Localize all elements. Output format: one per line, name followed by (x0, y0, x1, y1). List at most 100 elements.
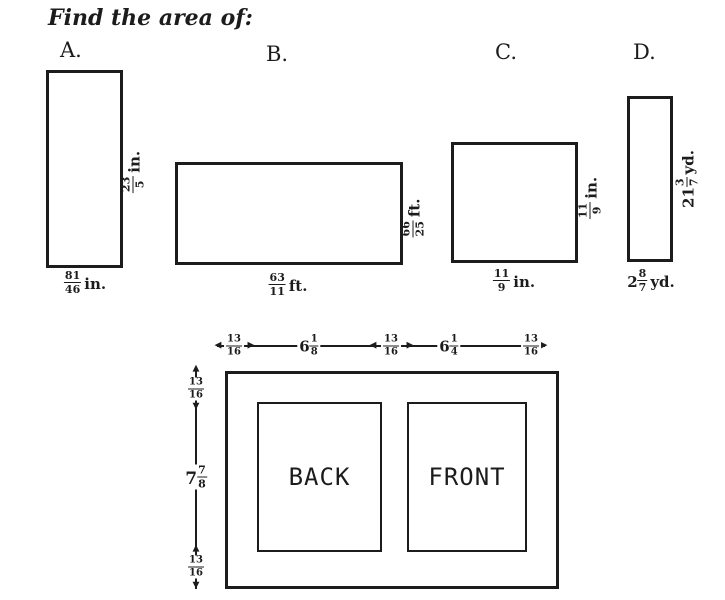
fraction-numerator: 13 (189, 376, 203, 388)
folder-front-rectangle: FRONT (407, 402, 527, 552)
fraction-numerator: 81 (64, 269, 81, 282)
fraction-numerator: 1 (450, 333, 458, 345)
fraction-numerator: 11 (576, 202, 590, 219)
fraction-numerator: 66 (399, 221, 413, 237)
fraction-denominator: 4 (449, 345, 459, 358)
arrow-down-icon: ▼ (192, 401, 200, 412)
fraction-denominator: 5 (132, 175, 147, 194)
unit-label: in. (582, 176, 601, 199)
unit-label: ft. (288, 277, 308, 296)
unit-label: in. (513, 273, 536, 292)
fraction-denominator: 8 (197, 476, 207, 491)
arrow-left-icon: ◀ (214, 340, 222, 351)
figure-a-label: A. (60, 38, 82, 62)
fraction-denominator: 46 (63, 282, 82, 296)
fraction-numerator: 13 (227, 333, 241, 345)
fraction-numerator: 13 (189, 554, 203, 566)
unit-label: in. (84, 275, 107, 294)
fraction-numerator: 8 (638, 267, 647, 280)
folder-back-rectangle: BACK (257, 402, 382, 552)
fraction-numerator: 11 (493, 267, 510, 280)
fraction-numerator: 23 (119, 176, 133, 193)
fraction-numerator: 1 (310, 333, 318, 345)
fraction-numerator: 7 (198, 463, 206, 477)
fraction-denominator: 16 (383, 345, 399, 358)
rectangle-b (175, 162, 403, 265)
unit-label: yd. (650, 273, 675, 292)
fraction-denominator: 9 (589, 201, 604, 220)
arrow-up-icon: ▲ (192, 363, 200, 374)
arrow-right-icon: ▶ (540, 340, 548, 351)
fraction-denominator: 16 (226, 345, 242, 358)
rectangle-a (46, 70, 123, 268)
arrow-down-icon: ▼ (192, 580, 200, 591)
mixed-number-whole: 6 (439, 337, 450, 356)
fraction-denominator: 8 (309, 345, 319, 358)
rectangle-d (627, 96, 673, 262)
front-card-label: FRONT (428, 463, 506, 491)
fraction-denominator: 16 (188, 388, 204, 401)
fraction-numerator: 3 (673, 178, 687, 187)
fraction-denominator: 16 (188, 566, 204, 579)
fraction-numerator: 13 (384, 333, 398, 345)
mixed-number-whole: 6 (299, 337, 310, 356)
figure-c-label: C. (495, 40, 517, 64)
mixed-number-whole: 7 (185, 469, 198, 490)
fraction-denominator: 25 (412, 220, 427, 238)
fraction-denominator: 9 (492, 280, 511, 293)
unit-label: yd. (679, 150, 698, 175)
figure-b-label: B. (266, 42, 289, 66)
arrow-right-icon: ▶ (406, 340, 414, 351)
arrow-right-icon: ▶ (247, 340, 255, 351)
mixed-number-whole: 21 (679, 187, 698, 208)
top-dimension-line (217, 345, 545, 347)
fraction-denominator: 11 (268, 284, 286, 298)
arrow-left-icon: ◀ (369, 340, 377, 351)
figure-d-label: D. (633, 40, 656, 64)
fraction-denominator: 7 (686, 177, 701, 188)
fraction-numerator: 13 (524, 333, 538, 345)
fraction-numerator: 63 (269, 271, 285, 284)
fraction-denominator: 16 (523, 345, 539, 358)
arrow-up-icon: ▲ (192, 543, 200, 554)
unit-label: ft. (405, 198, 424, 218)
mixed-number-whole: 2 (627, 273, 638, 292)
unit-label: in. (125, 150, 144, 173)
back-card-label: BACK (288, 463, 351, 491)
fraction-denominator: 7 (637, 280, 648, 294)
page-title: Find the area of: (48, 5, 253, 31)
